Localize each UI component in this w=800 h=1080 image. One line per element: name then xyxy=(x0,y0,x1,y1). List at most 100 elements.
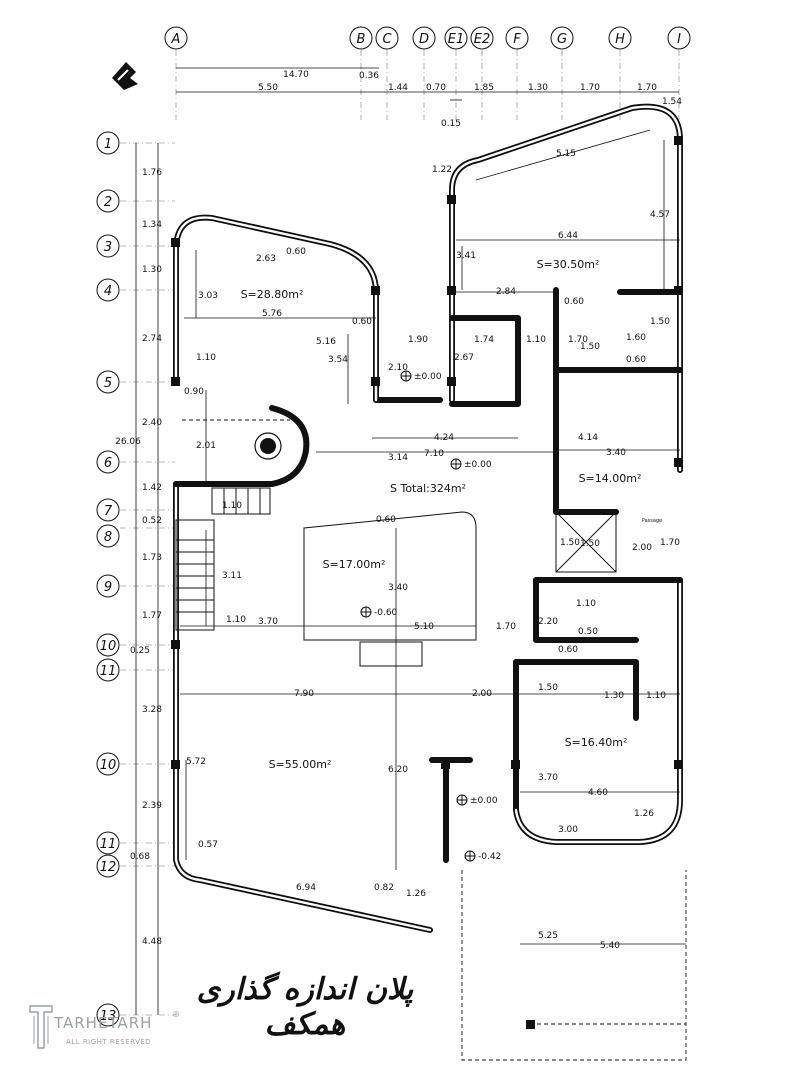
grid-label-row: 11 xyxy=(100,837,117,852)
grid-bubbles-left: 1 2 3 4 5 6 7 8 9 10 11 10 11 12 13 xyxy=(96,131,175,1027)
dim-inner: 4.14 xyxy=(578,433,598,443)
dim-left: 1.42 xyxy=(142,483,162,493)
dim-inner: 1.26 xyxy=(406,889,426,899)
dim-top: 1.54 xyxy=(662,97,682,107)
dim-inner: 5.10 xyxy=(414,622,434,632)
dim-inner: 6.44 xyxy=(558,231,578,241)
dim-left: 0.68 xyxy=(130,852,150,862)
dim-inner: 2.00 xyxy=(632,543,652,553)
dim-top: 0.70 xyxy=(426,83,446,93)
dim-inner: 1.26 xyxy=(634,809,654,819)
grid-lines-vertical xyxy=(175,50,680,120)
grid-label-E2: E2 xyxy=(474,32,491,47)
dim-inner: 1.22 xyxy=(432,165,452,175)
grid-label-A: A xyxy=(171,32,181,47)
level-markers: ±0.00 ±0.00 -0.60 ±0.00 -0.42 xyxy=(360,370,501,862)
dim-inner: 3.41 xyxy=(456,251,476,261)
room-area-label: S=17.00m² xyxy=(323,558,386,571)
dim-inner: 2.10 xyxy=(388,363,408,373)
grid-label-row: 13 xyxy=(100,1009,117,1024)
dim-left: 1.73 xyxy=(142,553,162,563)
grid-label-row: 6 xyxy=(104,456,112,471)
dim-inner: 3.54 xyxy=(328,355,348,365)
grid-label-row: 11 xyxy=(100,664,117,679)
dim-inner: 1.70 xyxy=(660,538,680,548)
level-label: ±0.00 xyxy=(414,372,442,382)
dim-inner: 2.67 xyxy=(454,353,474,363)
drawing-title: پلان اندازه گذاری همکف xyxy=(196,972,414,1042)
grid-label-row: 7 xyxy=(104,504,113,519)
dim-top: 1.44 xyxy=(388,83,408,93)
dim-inner: 7.10 xyxy=(424,449,444,459)
dim-inner: 5.76 xyxy=(262,309,282,319)
dim-left: 4.48 xyxy=(142,937,162,947)
dim-inner: 1.50 xyxy=(538,683,558,693)
dim-left: 2.40 xyxy=(142,418,162,428)
dim-inner: 0.50 xyxy=(578,627,598,637)
room-area-label: S=16.40m² xyxy=(565,736,628,749)
dim-inner: 3.00 xyxy=(558,825,578,835)
dim-inner: 3.40 xyxy=(606,448,626,458)
north-arrow-icon xyxy=(112,62,138,90)
dim-inner: 5.40 xyxy=(600,941,620,951)
dim-top: 1.30 xyxy=(528,83,548,93)
dim-top: 5.50 xyxy=(258,83,278,93)
room-areas: S=28.80m² S=30.50m² S=14.00m² S=17.00m² … xyxy=(241,258,642,771)
dim-inner: 3.03 xyxy=(198,291,218,301)
dim-left: 0.25 xyxy=(130,646,150,656)
dim-inner: 5.72 xyxy=(186,757,206,767)
grid-label-D: D xyxy=(419,32,429,47)
grid-label-row: 1 xyxy=(104,137,112,152)
dim-inner: 5.25 xyxy=(538,931,558,941)
grid-label-I: I xyxy=(677,32,681,47)
dim-inner: 3.14 xyxy=(388,453,408,463)
dim-inner: 2.63 xyxy=(256,254,276,264)
dim-inner: 1.90 xyxy=(408,335,428,345)
level-label: ±0.00 xyxy=(464,460,492,470)
dim-inner: 1.10 xyxy=(226,615,246,625)
logo-tagline: ALL RIGHT RESERVED xyxy=(66,1038,152,1046)
dim-inner: 1.70 xyxy=(496,622,516,632)
dim-top: 1.70 xyxy=(580,83,600,93)
dim-inner: 1.10 xyxy=(576,599,596,609)
dim-inner: 1.10 xyxy=(196,353,216,363)
dim-inner: 1.50 xyxy=(560,538,580,548)
registered-mark: ® xyxy=(172,1010,180,1019)
dim-inner: 1.10 xyxy=(646,691,666,701)
dim-inner: 4.60 xyxy=(588,788,608,798)
inner-dimensions: 5.15 1.22 4.57 6.44 3.41 0.60 2.63 3.03 … xyxy=(180,129,686,951)
dim-left: 2.74 xyxy=(142,334,162,344)
grid-bubbles-top: A B C D E1 E2 F G H I xyxy=(164,26,691,50)
dim-inner: 6.94 xyxy=(296,883,316,893)
level-label: -0.42 xyxy=(478,852,501,862)
grid-label-F: F xyxy=(513,32,521,47)
dim-inner: 4.24 xyxy=(434,433,454,443)
dim-top-total: 14.70 xyxy=(283,70,309,80)
watermark-logo: TARHETARH ALL RIGHT RESERVED ® xyxy=(28,1000,188,1056)
grid-label-C: C xyxy=(382,32,392,47)
dim-inner: 0.60 xyxy=(376,515,396,525)
grid-label-E1: E1 xyxy=(448,32,465,47)
grid-label-row: 10 xyxy=(100,758,117,773)
grid-label-row: 8 xyxy=(104,530,112,545)
dim-inner: 0.57 xyxy=(198,840,218,850)
dim-inner: 2.01 xyxy=(196,441,216,451)
round-column-icon xyxy=(254,432,282,460)
grid-label-row: 4 xyxy=(104,284,112,299)
grid-label-row: 3 xyxy=(104,240,112,255)
dim-left: 2.39 xyxy=(142,801,162,811)
dim-inner: 0.60 xyxy=(286,247,306,257)
dim-inner: 0.90 xyxy=(184,387,204,397)
door-tag-label: Passage xyxy=(642,518,662,524)
grid-label-G: G xyxy=(557,32,567,47)
dim-inner: 0.60 xyxy=(626,355,646,365)
dim-inner: 2.84 xyxy=(496,287,516,297)
level-label: -0.60 xyxy=(374,608,398,618)
grid-label-row: 10 xyxy=(100,639,117,654)
top-dimensions: 14.70 0.36 5.50 1.44 0.70 1.85 1.30 1.70… xyxy=(176,67,682,129)
dim-inner: 3.70 xyxy=(258,617,278,627)
dim-inner: 2.20 xyxy=(538,617,558,627)
dim-inner: 0.60 xyxy=(564,297,584,307)
room-area-label: S=55.00m² xyxy=(269,758,332,771)
